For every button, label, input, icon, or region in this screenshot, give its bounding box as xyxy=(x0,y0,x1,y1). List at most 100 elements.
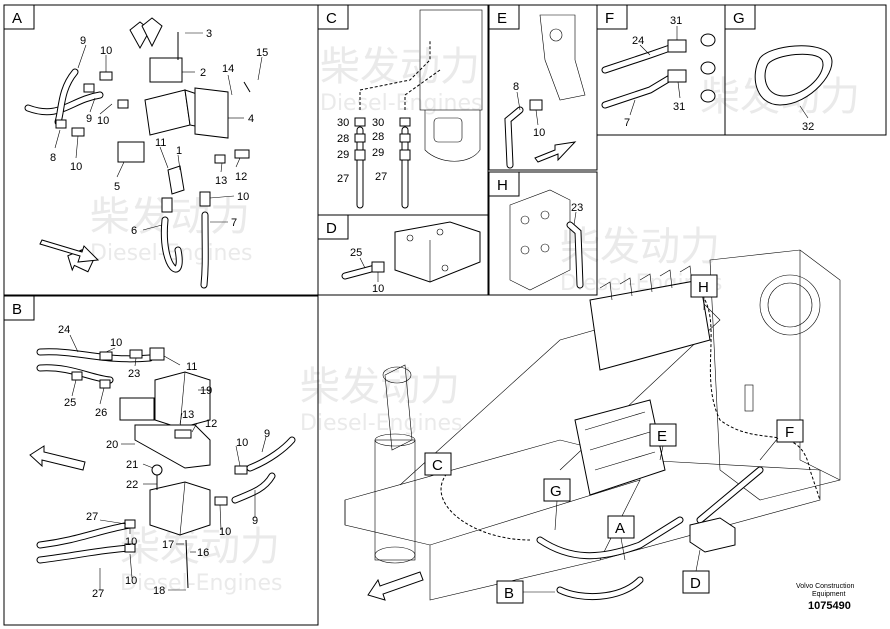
svg-text:26: 26 xyxy=(95,407,107,419)
svg-text:16: 16 xyxy=(197,547,209,559)
svg-text:10: 10 xyxy=(97,115,109,127)
callout-a: A xyxy=(615,520,625,537)
watermark-cn: 柴发动力 xyxy=(120,524,280,570)
svg-text:13: 13 xyxy=(215,175,227,187)
svg-text:10: 10 xyxy=(125,536,137,548)
svg-text:10: 10 xyxy=(125,575,137,587)
svg-text:10: 10 xyxy=(219,526,231,538)
title-block: Volvo Construction Equipment 1075490 xyxy=(796,583,854,612)
panel-c-callouts: 30 30 28 28 29 29 27 27 xyxy=(337,117,387,185)
svg-text:10: 10 xyxy=(110,337,122,349)
panel-f-label: F xyxy=(605,10,614,27)
panel-e: E 8 10 xyxy=(488,4,598,171)
watermark-en: Diesel-Engines xyxy=(120,571,283,596)
svg-text:31: 31 xyxy=(673,101,685,113)
svg-text:24: 24 xyxy=(58,324,70,336)
svg-text:15: 15 xyxy=(256,47,268,59)
panel-d-callouts: 25 10 xyxy=(350,247,384,295)
svg-text:12: 12 xyxy=(205,418,217,430)
svg-text:27: 27 xyxy=(92,588,104,600)
callout-h: H xyxy=(698,279,709,296)
panel-d-label: D xyxy=(326,220,337,237)
svg-text:28: 28 xyxy=(337,133,349,145)
panel-g: G 32 xyxy=(724,4,887,136)
svg-text:24: 24 xyxy=(632,35,644,47)
callout-c: C xyxy=(432,457,443,474)
svg-text:6: 6 xyxy=(131,225,137,237)
callout-g: G xyxy=(550,483,562,500)
svg-text:28: 28 xyxy=(372,131,384,143)
svg-text:18: 18 xyxy=(153,585,165,597)
panel-b-label: B xyxy=(12,301,22,318)
svg-text:13: 13 xyxy=(182,409,194,421)
svg-text:20: 20 xyxy=(106,439,118,451)
svg-text:3: 3 xyxy=(206,28,212,40)
svg-text:29: 29 xyxy=(372,147,384,159)
watermark-en: Diesel-Engines xyxy=(300,411,463,436)
svg-text:23: 23 xyxy=(571,202,583,214)
svg-text:7: 7 xyxy=(624,117,630,129)
panel-h-label: H xyxy=(497,177,508,194)
svg-text:8: 8 xyxy=(50,152,56,164)
callout-d: D xyxy=(690,575,701,592)
drawing-number: 1075490 xyxy=(808,600,851,612)
svg-text:27: 27 xyxy=(375,171,387,183)
svg-text:27: 27 xyxy=(337,173,349,185)
panel-b-callouts: 24 10 23 11 19 25 26 13 12 20 10 9 21 22… xyxy=(58,324,270,600)
svg-text:7: 7 xyxy=(231,217,237,229)
watermark-cn: 柴发动力 xyxy=(300,364,460,410)
watermark-en: Diesel-Engines xyxy=(320,91,483,116)
panel-b: B xyxy=(3,295,319,626)
svg-text:10: 10 xyxy=(533,127,545,139)
company-name-line2: Equipment xyxy=(812,591,846,598)
svg-text:19: 19 xyxy=(200,385,212,397)
svg-text:25: 25 xyxy=(64,397,76,409)
svg-text:10: 10 xyxy=(236,437,248,449)
svg-text:14: 14 xyxy=(222,63,234,75)
svg-text:32: 32 xyxy=(802,121,814,133)
svg-text:11: 11 xyxy=(155,137,166,149)
svg-text:4: 4 xyxy=(248,113,254,125)
svg-text:21: 21 xyxy=(126,459,138,471)
company-name: Volvo Construction xyxy=(796,583,854,590)
svg-text:17: 17 xyxy=(162,539,174,551)
svg-text:10: 10 xyxy=(372,283,384,295)
svg-text:8: 8 xyxy=(513,81,519,93)
svg-text:1: 1 xyxy=(176,145,182,157)
panel-c-label: C xyxy=(326,10,337,27)
panel-e-callouts: 8 10 xyxy=(513,81,545,139)
svg-text:10: 10 xyxy=(237,191,249,203)
svg-text:9: 9 xyxy=(80,35,86,47)
svg-text:5: 5 xyxy=(114,181,120,193)
svg-text:31: 31 xyxy=(670,15,682,27)
panel-d: D 25 10 xyxy=(317,214,489,296)
svg-text:27: 27 xyxy=(86,511,98,523)
callout-b: B xyxy=(504,585,514,602)
svg-text:29: 29 xyxy=(337,149,349,161)
callout-f: F xyxy=(785,424,794,441)
svg-text:12: 12 xyxy=(235,171,247,183)
svg-text:2: 2 xyxy=(200,67,206,79)
svg-text:30: 30 xyxy=(337,117,349,129)
watermark-cn: 柴发动力 xyxy=(320,44,480,90)
watermark-cn: 柴发动力 xyxy=(560,224,720,270)
panel-e-label: E xyxy=(497,10,507,27)
svg-text:25: 25 xyxy=(350,247,362,259)
panel-a-label: A xyxy=(12,10,22,27)
panel-h-callouts: 23 xyxy=(571,202,583,214)
svg-text:9: 9 xyxy=(86,113,92,125)
svg-text:10: 10 xyxy=(70,161,82,173)
panel-h: H 23 xyxy=(488,171,598,296)
panel-g-label: G xyxy=(733,10,745,27)
svg-text:11: 11 xyxy=(186,361,197,373)
svg-text:22: 22 xyxy=(126,479,138,491)
panel-a-callouts: 9 10 3 2 14 15 4 9 10 8 10 5 11 1 13 12 … xyxy=(50,28,268,237)
svg-text:30: 30 xyxy=(372,117,384,129)
callout-e: E xyxy=(657,428,667,445)
svg-text:23: 23 xyxy=(128,368,140,380)
svg-text:9: 9 xyxy=(252,515,258,527)
svg-text:9: 9 xyxy=(264,428,270,440)
main-callouts: H E F C G A B D xyxy=(424,274,804,604)
panel-g-callouts: 32 xyxy=(802,121,814,133)
